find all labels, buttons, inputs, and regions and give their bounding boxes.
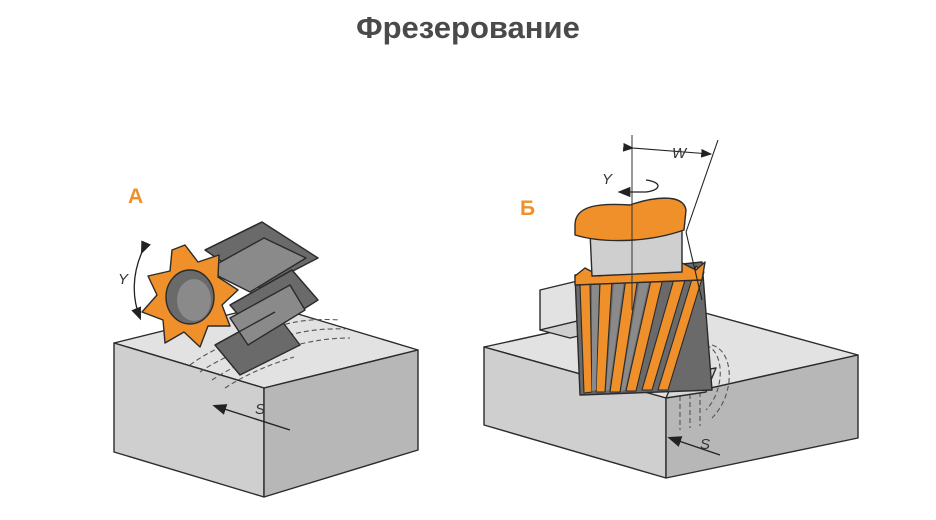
end-mill-shank-b: [574, 197, 687, 277]
width-label-b: W: [672, 145, 688, 162]
panel-b-illustration: [483, 135, 859, 479]
rotation-label-b: Y: [602, 171, 613, 188]
panel-label-b: Б: [520, 197, 536, 220]
panel-a-illustration: [113, 221, 419, 498]
rotation-arrow-b: [617, 179, 659, 198]
feed-arrow-a: [212, 404, 291, 431]
cutter-face-a: [141, 244, 239, 348]
cutter-ridges-a: [204, 221, 293, 346]
end-mill-body-b: [574, 261, 713, 396]
panel-label-a: А: [128, 185, 144, 208]
page-title: Фрезерование: [356, 10, 580, 45]
feed-arrow-b: [667, 436, 721, 456]
rotation-label-a: Y: [118, 271, 129, 288]
rotation-arrow-a: [131, 240, 151, 321]
feed-label-a: S: [255, 401, 265, 418]
width-dimension-b: [622, 139, 719, 301]
feed-label-b: S: [700, 436, 710, 453]
